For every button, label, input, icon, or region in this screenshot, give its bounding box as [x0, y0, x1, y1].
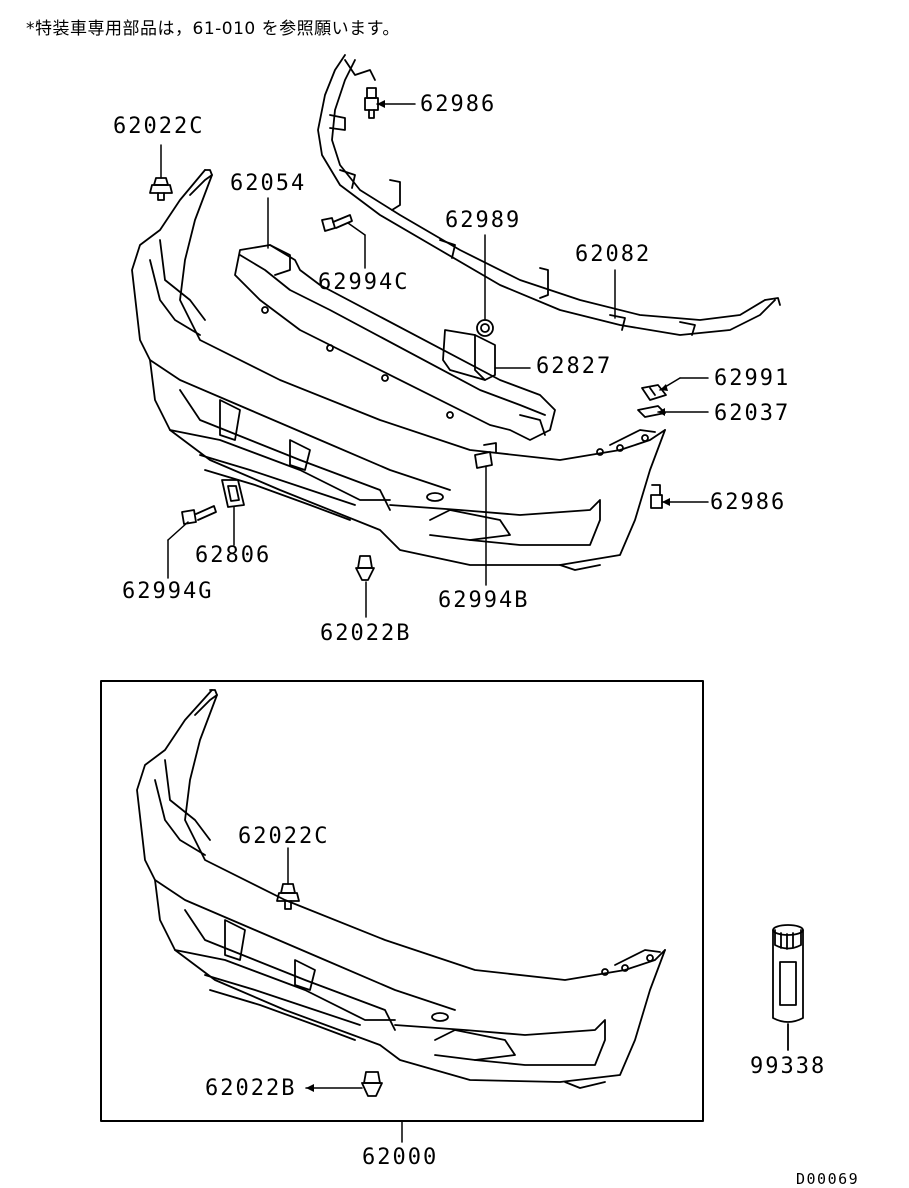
part-label-62022B-top[interactable]: 62022B: [320, 621, 412, 646]
screw-62986-right: [650, 484, 663, 509]
screw-62986-top: [364, 87, 379, 119]
clip-62022B-box: [361, 1071, 383, 1097]
touchup-paint-99338: [772, 924, 804, 1051]
part-label-62991[interactable]: 62991: [714, 366, 791, 391]
part-label-62827[interactable]: 62827: [536, 354, 613, 379]
part-label-62054[interactable]: 62054: [230, 171, 307, 196]
part-label-62037[interactable]: 62037: [714, 401, 791, 426]
part-label-62000[interactable]: 62000: [362, 1145, 439, 1170]
clip-62991: [641, 384, 667, 401]
part-label-99338[interactable]: 99338: [750, 1054, 827, 1079]
absorber-62054: [234, 244, 556, 441]
bumper-assembly-62000: [136, 689, 666, 1089]
screw-62994C: [321, 214, 353, 232]
part-label-62994B[interactable]: 62994B: [438, 588, 530, 613]
nut-62989: [476, 319, 494, 337]
assembly-box: [100, 680, 704, 1122]
part-label-62986-right[interactable]: 62986: [710, 490, 787, 515]
special-vehicle-note: *特装車専用部品は，61-010 を参照願います。: [26, 19, 400, 39]
part-label-62022B-box[interactable]: 62022B: [205, 1076, 297, 1101]
part-label-62994G[interactable]: 62994G: [122, 579, 214, 604]
leader-lines-upper: [160, 103, 709, 618]
clip-62022C-box: [276, 883, 300, 910]
clip-62022C-top: [149, 177, 173, 201]
plate-62806: [221, 479, 245, 508]
diagram-id: D00069: [796, 1170, 860, 1188]
arrowheads: [306, 100, 670, 1092]
bracket-62827: [442, 329, 496, 381]
part-label-62994C[interactable]: 62994C: [318, 270, 410, 295]
part-label-62806[interactable]: 62806: [195, 543, 272, 568]
part-label-62986-top[interactable]: 62986: [420, 92, 497, 117]
part-label-62082[interactable]: 62082: [575, 242, 652, 267]
screw-62994B: [474, 442, 497, 469]
part-label-62022C-top[interactable]: 62022C: [113, 114, 205, 139]
bumper-cover-upper: [131, 169, 666, 571]
leader-lines-lower: [287, 847, 403, 1143]
clip-62022B-top: [355, 555, 375, 581]
screw-62994G: [181, 505, 217, 525]
part-label-62989[interactable]: 62989: [445, 208, 522, 233]
part-label-62022C-box[interactable]: 62022C: [238, 824, 330, 849]
